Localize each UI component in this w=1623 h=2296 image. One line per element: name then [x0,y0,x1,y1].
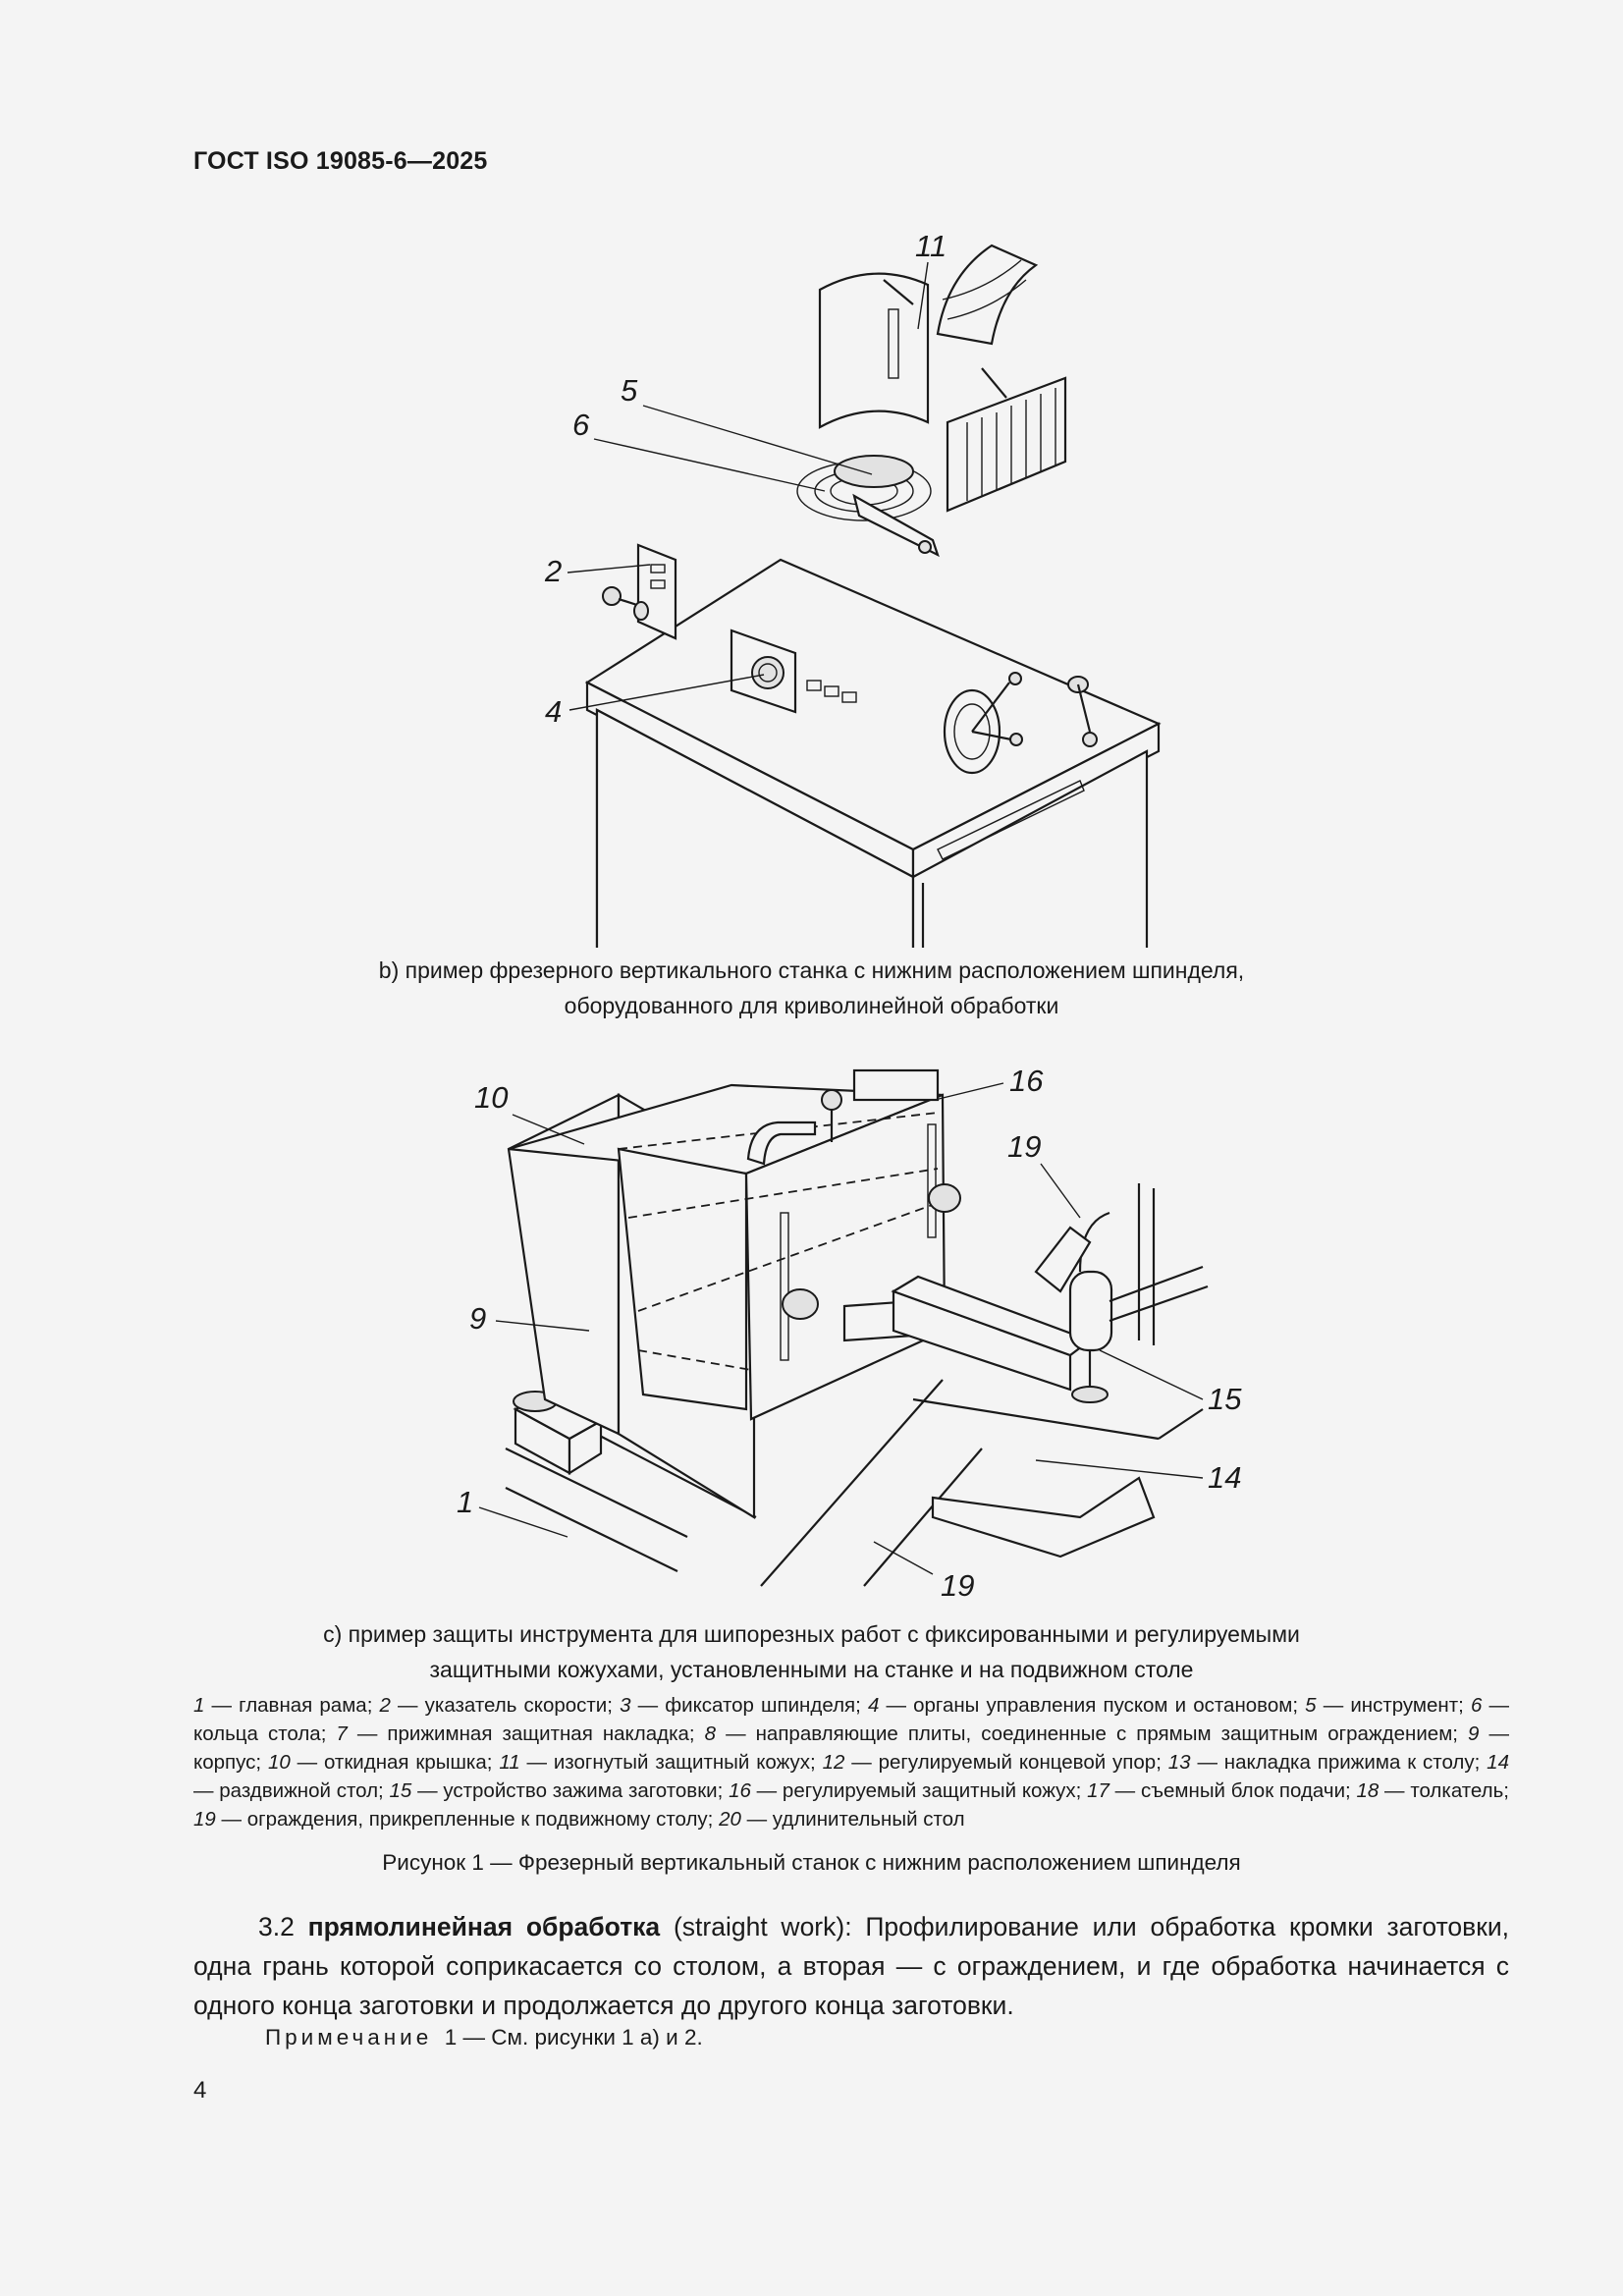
legend-item-16: 16 — регулируемый защитный кожух; [729,1779,1088,1802]
legend-item-3: 3 — фиксатор шпинделя; [620,1694,868,1717]
legend-item-5: 5 — инструмент; [1305,1694,1471,1717]
section-term: прямолинейная обработка [307,1912,661,1941]
callout-16: 16 [1009,1064,1044,1098]
legend-item-19: 19 — ограждения, прикрепленные к подвижн… [193,1808,720,1831]
legend-item-10: 10 — откидная крышка; [267,1751,500,1774]
section-number: 3.2 [258,1912,295,1941]
figure-title: Рисунок 1 — Фрезерный вертикальный стано… [382,1850,1241,1875]
callout-10: 10 [474,1080,508,1115]
callout-2: 2 [544,554,562,588]
callout-9: 9 [469,1301,486,1336]
legend-item-7: 7 — прижимная защитная накладка; [336,1722,705,1745]
legend-item-1: 1 — главная рама; [193,1694,380,1717]
note-text: 1 — См. рисунки 1 а) и 2. [444,2025,703,2050]
page-number: 4 [193,2077,207,2104]
note: Примечание 1 — См. рисунки 1 а) и 2. [265,2025,703,2050]
legend-item-8: 8 — направляющие плиты, соединенные с пр… [704,1722,1469,1745]
callout-15: 15 [1208,1382,1242,1416]
callout-19-top: 19 [1007,1129,1041,1164]
figure-legend: 1 — главная рама; 2 — указатель скорости… [193,1691,1509,1833]
legend-item-11: 11 — изогнутый защитный кожух; [499,1751,823,1774]
legend-item-2: 2 — указатель скорости; [379,1694,621,1717]
callout-4: 4 [545,694,562,729]
callout-1: 1 [457,1485,473,1519]
figure-c-caption: c) пример защиты инструмента для шипорез… [323,1621,1300,1682]
figure-b-caption: b) пример фрезерного вертикального станк… [378,957,1245,1018]
legend-item-6: 6 — кольца стола; [193,1694,1509,1745]
legend-item-15: 15 — устройство зажима заготовки; [389,1779,730,1802]
callout-11: 11 [915,229,947,263]
legend-item-17: 17 — съемный блок подачи; [1087,1779,1357,1802]
legend-item-12: 12 — регулируемый концевой упор; [822,1751,1168,1774]
figure-c-drawing: 10 16 19 9 15 14 1 19 [0,1056,1623,1606]
callout-6: 6 [572,408,590,442]
callout-19-bottom: 19 [941,1568,974,1603]
section-definition: Профилирование или обработка кромки заго… [193,1912,1509,2020]
figure-b-drawing: 11 5 6 2 4 [0,221,1623,948]
legend-item-9: 9 — корпус; [193,1722,1509,1774]
legend-item-20: 20 — удлинительный стол [719,1808,965,1831]
callout-5: 5 [621,373,638,408]
legend-item-13: 13 — накладка прижима к столу; [1167,1751,1488,1774]
section-term-en: (straight work): [673,1912,852,1941]
section-3-2: 3.2 прямолинейная обработка (straight wo… [193,1907,1509,2025]
legend-item-18: 18 — толкатель; [1356,1779,1509,1802]
legend-item-14: 14 — раздвижной стол; [193,1751,1509,1802]
callout-14: 14 [1208,1460,1241,1495]
document-header: ГОСТ ISO 19085-6—2025 [193,147,488,175]
legend-item-4: 4 — органы управления пуском и остановом… [867,1694,1306,1717]
note-label: Примечание [265,2025,433,2050]
